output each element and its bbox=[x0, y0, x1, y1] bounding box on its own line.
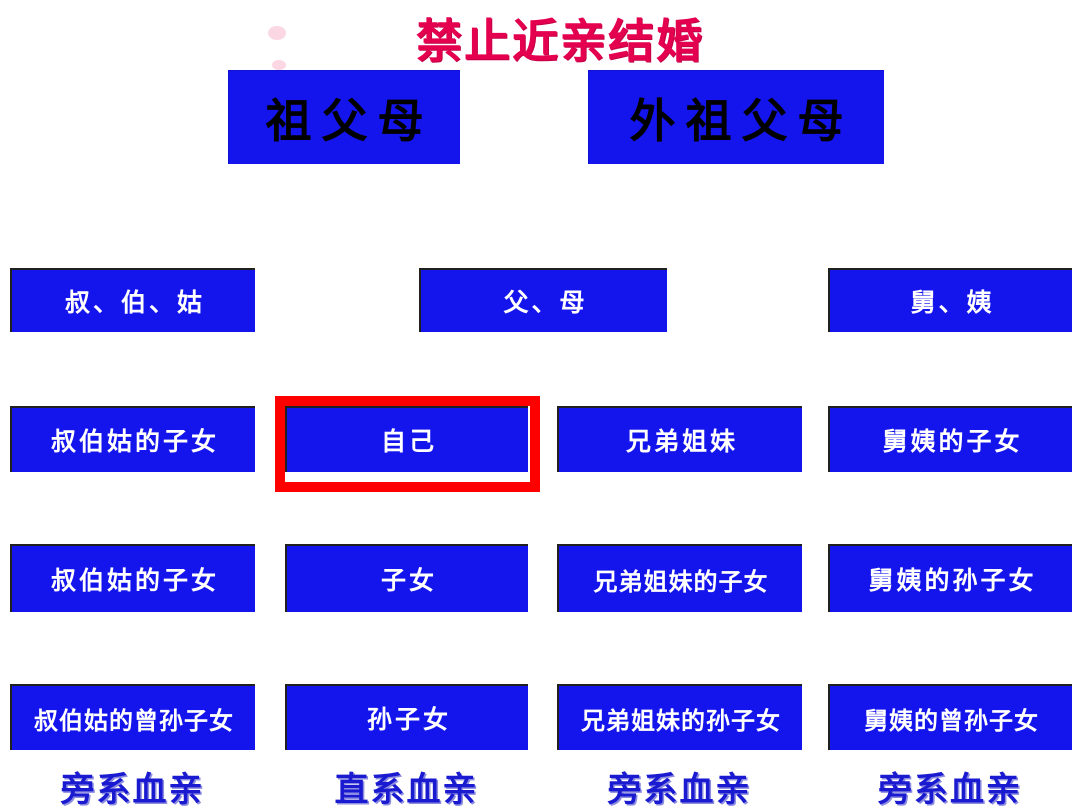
background-artifact-2 bbox=[272, 60, 286, 70]
kinship-node[interactable]: 叔伯姑的曾孙子女 bbox=[10, 684, 255, 750]
kinship-node[interactable]: 叔、伯、姑 bbox=[10, 268, 255, 332]
kinship-node[interactable]: 兄弟姐妹 bbox=[557, 406, 802, 472]
kinship-node[interactable]: 祖父母 bbox=[228, 70, 460, 164]
background-artifact-1 bbox=[268, 26, 286, 40]
kinship-node[interactable]: 舅姨的孙子女 bbox=[828, 544, 1072, 612]
kinship-node[interactable]: 舅、姨 bbox=[828, 268, 1072, 332]
kinship-caption: 旁系血亲 bbox=[60, 770, 205, 810]
kinship-node[interactable]: 父、母 bbox=[419, 268, 667, 332]
kinship-node[interactable]: 自己 bbox=[285, 406, 528, 472]
kinship-caption: 旁系血亲 bbox=[878, 770, 1022, 810]
kinship-caption: 直系血亲 bbox=[334, 770, 479, 810]
kinship-node[interactable]: 孙子女 bbox=[285, 684, 528, 750]
kinship-node[interactable]: 叔伯姑的子女 bbox=[10, 544, 255, 612]
kinship-node[interactable]: 舅姨的曾孙子女 bbox=[828, 684, 1072, 750]
kinship-node[interactable]: 叔伯姑的子女 bbox=[10, 406, 255, 472]
page-title: 禁止近亲结婚 bbox=[416, 14, 704, 68]
kinship-caption: 旁系血亲 bbox=[607, 770, 752, 810]
kinship-node[interactable]: 舅姨的子女 bbox=[828, 406, 1072, 472]
kinship-node[interactable]: 外祖父母 bbox=[588, 70, 884, 164]
kinship-node[interactable]: 兄弟姐妹的孙子女 bbox=[557, 684, 802, 750]
kinship-node[interactable]: 子女 bbox=[285, 544, 528, 612]
kinship-node[interactable]: 兄弟姐妹的子女 bbox=[557, 544, 802, 612]
